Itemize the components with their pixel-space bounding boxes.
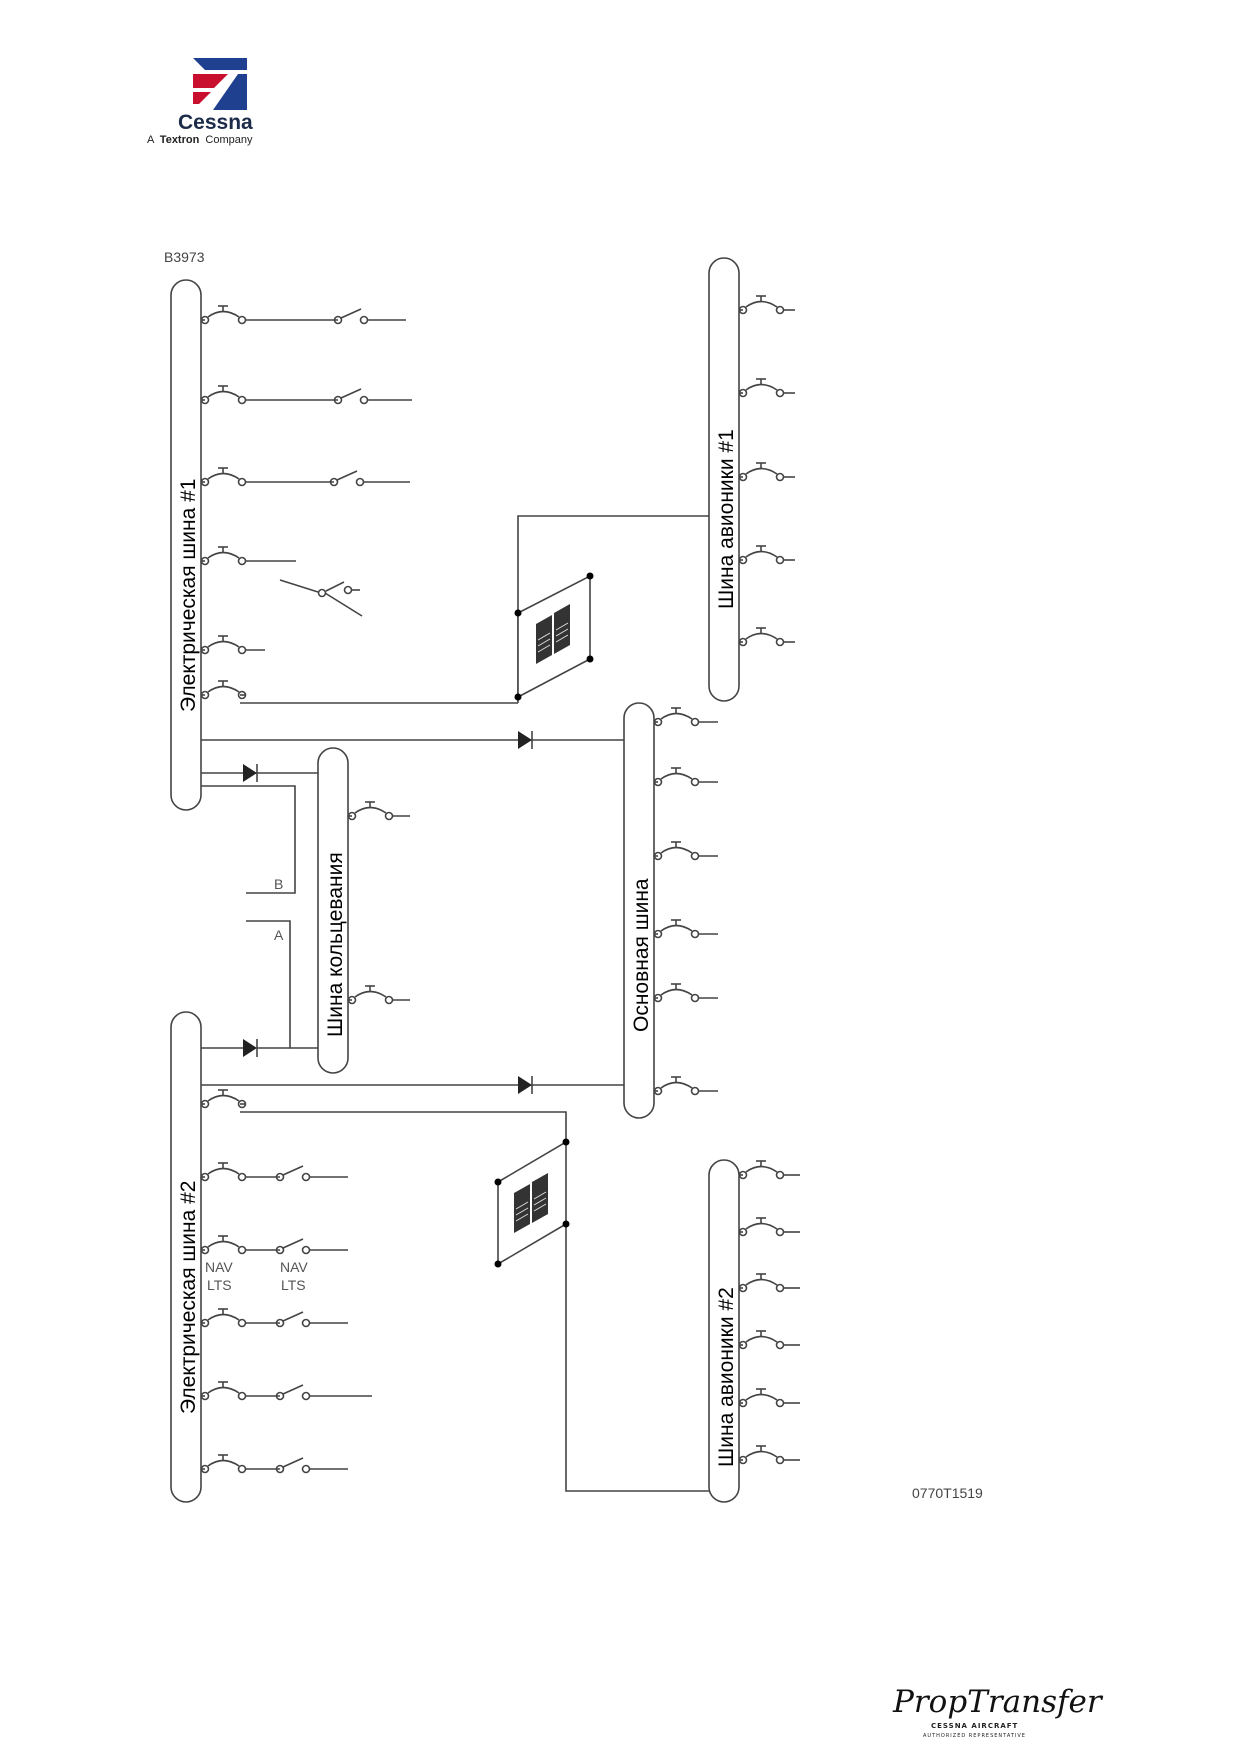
nav-lts-2-line1: NAV <box>280 1259 308 1275</box>
proptransfer-line2: AUTHORIZED REPRESENTATIVE <box>923 1733 1026 1739</box>
nav-lts-1-line1: NAV <box>205 1259 233 1275</box>
avionics2-circuit-6 <box>738 1445 800 1465</box>
avionics-switch-1-icon <box>514 572 594 701</box>
cessna-tagline: A Textron Company <box>147 134 253 146</box>
proptransfer-logo: PropTransfer CESSNA AIRCRAFT AUTHORIZED … <box>892 1684 1104 1739</box>
main-bus-label: Основная шина <box>630 878 653 1032</box>
proptransfer-line1: CESSNA AIRCRAFT <box>931 1722 1018 1730</box>
cessna-brand: Cessna <box>178 111 253 134</box>
avionics1-circuit-3 <box>738 462 795 482</box>
cessna-logo: Cessna A Textron Company <box>147 58 253 146</box>
cessna-emblem-icon <box>193 58 247 110</box>
main-bus: Основная шина <box>623 702 655 1119</box>
bus2-circuit-3 <box>200 1235 348 1255</box>
bus2-circuit-2 <box>200 1162 348 1182</box>
main-circuit-3 <box>653 841 718 861</box>
electrical-bus-2: Электрическая шина #2 <box>170 1011 202 1503</box>
bus1-circuit-5 <box>200 635 265 655</box>
tagline-suffix: Company <box>205 134 253 146</box>
bus2-circuit-6 <box>200 1454 348 1474</box>
crossfeed-bus: Шина кольцевания <box>317 747 349 1074</box>
main-circuit-1 <box>653 707 718 727</box>
figure-id-bottom: 0770T1519 <box>912 1485 983 1501</box>
figure-id-top: B3973 <box>164 249 205 265</box>
diode-bus2-crossfeed-icon <box>243 1039 258 1057</box>
main-circuit-4 <box>653 919 718 939</box>
crossfeed-circuit-2 <box>347 985 410 1005</box>
avionics1-circuit-2 <box>738 378 795 398</box>
avionics2-circuit-3 <box>738 1273 800 1293</box>
bus1-circuit-6 <box>200 680 247 700</box>
main-circuit-6 <box>653 1076 718 1096</box>
avionics-bus-1: Шина авионики #1 <box>708 257 740 702</box>
avionics2-circuit-1 <box>738 1160 800 1180</box>
avionics1-circuit-1 <box>738 295 795 315</box>
nav-lts-label-2: NAV LTS <box>280 1259 308 1293</box>
label-a: A <box>274 927 284 943</box>
electrical-bus-2-label: Электрическая шина #2 <box>177 1181 200 1414</box>
tagline-prefix: A <box>147 134 155 146</box>
nav-lts-1-line2: LTS <box>207 1277 232 1293</box>
bus2-circuit-4 <box>200 1308 348 1328</box>
bus1-detached-switch <box>279 579 363 617</box>
avionics-bus-2: Шина авионики #2 <box>708 1159 740 1503</box>
avionics2-circuit-4 <box>738 1330 800 1350</box>
proptransfer-script: PropTransfer <box>892 1684 1104 1720</box>
avionics-bus-1-label: Шина авионики #1 <box>715 429 738 609</box>
diode-bus2-main-icon <box>518 1076 533 1094</box>
electrical-bus-1-label: Электрическая шина #1 <box>177 479 200 712</box>
avionics-switch-2-icon <box>494 1138 570 1268</box>
avionics2-circuit-5 <box>738 1388 800 1408</box>
crossfeed-bus-label: Шина кольцевания <box>324 852 347 1037</box>
bus1-circuit-4 <box>200 546 296 566</box>
tagline-bold: Textron <box>160 134 200 146</box>
electrical-bus-1: Электрическая шина #1 <box>170 279 202 811</box>
bus1-circuit-1 <box>200 305 406 325</box>
main-circuit-5 <box>653 983 718 1003</box>
nav-lts-label-1: NAV LTS <box>205 1259 233 1293</box>
diode-bus1-main-icon <box>518 731 533 749</box>
bus1-circuit-3 <box>200 467 410 487</box>
bus2-circuit-5 <box>200 1381 372 1401</box>
avionics-bus-2-label: Шина авионики #2 <box>715 1287 738 1467</box>
nav-lts-2-line2: LTS <box>281 1277 306 1293</box>
avionics1-circuit-5 <box>738 627 795 647</box>
avionics1-circuit-4 <box>738 545 795 565</box>
circuit-breakers <box>200 295 800 1474</box>
label-b: B <box>274 876 283 892</box>
avionics2-circuit-2 <box>738 1217 800 1237</box>
crossfeed-circuit-1 <box>347 801 410 821</box>
diode-bus1-crossfeed-icon <box>243 764 258 782</box>
bus1-circuit-2 <box>200 385 412 405</box>
bus2-circuit-1 <box>200 1089 247 1109</box>
main-circuit-2 <box>653 767 718 787</box>
